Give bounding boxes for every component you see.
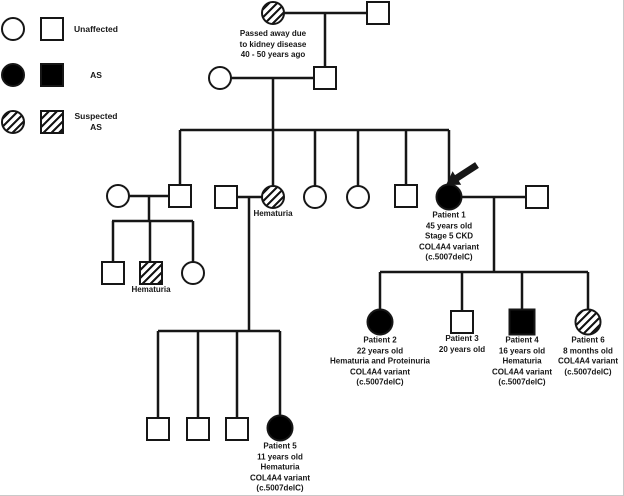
legend-suspected-circle [1, 110, 25, 134]
person-patient1: Patient 1 45 years old Stage 5 CKD COL4A… [419, 183, 479, 262]
gen4-left-son2-label: Hematuria [131, 285, 171, 294]
person-gen4-mid-son3 [225, 417, 249, 441]
person-gen3-sib1 [168, 184, 192, 208]
person-gen4-mid-son1 [146, 417, 170, 441]
person-gen3-sib2-hematuria: Hematuria [253, 185, 293, 218]
person-patient5: Patient 5 11 years old Hematuria COL4A4 … [250, 414, 310, 493]
person-patient2: Patient 2 22 years old Hematuria and Pro… [330, 308, 430, 387]
person-gen4-left-daughter [181, 261, 205, 285]
legend-unaffected-label: Unaffected [74, 24, 118, 34]
legend-as-square [40, 63, 64, 87]
legend-as-label: AS [90, 70, 102, 80]
person-patient3: Patient 3 20 years old [439, 310, 485, 354]
person-gen3-sib5 [394, 184, 418, 208]
person-patient4: Patient 4 16 years old Hematuria COL4A4 … [492, 308, 552, 387]
person-gen2-father [313, 66, 337, 90]
person-gen1-grandfather [366, 1, 390, 25]
legend-unaffected-circle [1, 17, 25, 41]
person-gen3-sib4 [346, 185, 370, 209]
patient6-label: Patient 6 8 months old COL4A4 variant (c… [557, 335, 619, 377]
patient2-label: Patient 2 22 years old Hematuria and Pro… [329, 335, 431, 387]
person-gen4-left-son2-hematuria: Hematuria [131, 261, 171, 294]
legend-unaffected-square [40, 17, 64, 41]
person-gen1-grandmother: Passed away due to kidney disease 40 - 5… [240, 1, 306, 59]
proband-arrow-icon [446, 162, 479, 185]
person-gen3-husband-mid [214, 185, 238, 209]
person-gen3-wife-left [106, 184, 130, 208]
patient1-label: Patient 1 45 years old Stage 5 CKD COL4A… [418, 210, 480, 262]
person-patient6: Patient 6 8 months old COL4A4 variant (c… [558, 308, 618, 376]
patient5-label: Patient 5 11 years old Hematuria COL4A4 … [249, 441, 311, 493]
gen3-sib2-label: Hematuria [253, 209, 293, 218]
patient4-label: Patient 4 16 years old Hematuria COL4A4 … [491, 335, 553, 387]
person-gen3-husband-right [525, 185, 549, 209]
patient3-label: Patient 3 20 years old [438, 334, 486, 354]
person-gen2-mother [208, 66, 232, 90]
legend-suspected-label: Suspected AS [74, 111, 118, 132]
person-gen3-sib3 [303, 185, 327, 209]
legend-as-circle [1, 63, 25, 87]
person-gen4-left-son1 [101, 261, 125, 285]
legend-suspected-square [40, 110, 64, 134]
person-gen4-mid-son2 [186, 417, 210, 441]
gen1-grandmother-note: Passed away due to kidney disease 40 - 5… [239, 29, 307, 59]
